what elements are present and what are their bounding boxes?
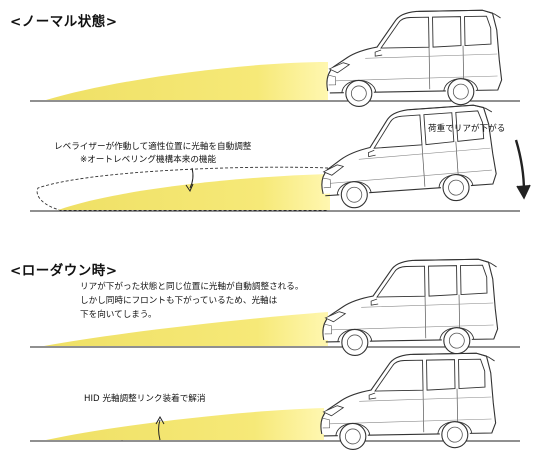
beam-leveled xyxy=(58,174,330,210)
caption-leveling-line1: レベライザーが作動して適性位置に光軸を自動調整 xyxy=(54,142,252,152)
caption-lowdown-line3: 下を向いてしまう。 xyxy=(80,310,157,320)
beam-normal xyxy=(46,62,328,100)
caption-leveling-line2: ※オートレベリング機構本来の機能 xyxy=(80,155,217,165)
van-lowdown xyxy=(321,258,499,357)
van-normal xyxy=(325,9,503,108)
adjust-up-arrow xyxy=(158,419,161,441)
heading-lowdown: <ローダウン時> xyxy=(10,263,118,279)
van-hid xyxy=(319,352,497,451)
panel-lowdown xyxy=(30,258,520,357)
caption-lowdown-line2: しかし同時にフロントも下がっているため、光軸は xyxy=(80,296,278,306)
label-rear-drop: 荷重でリアが下がる xyxy=(428,124,506,134)
beam-lowdown xyxy=(44,312,328,346)
adjust-down-arrow xyxy=(189,167,194,189)
caption-hid: HID 光軸調整リンク装着で解消 xyxy=(84,394,206,404)
caption-lowdown-line1: リアが下がった状態と同じ位置に光軸が自動調整される。 xyxy=(80,282,304,292)
panel-hid xyxy=(30,352,520,451)
panel-leveling xyxy=(30,103,531,212)
heading-normal: <ノーマル状態> xyxy=(10,14,118,30)
panel-normal xyxy=(30,9,520,108)
beam-hid xyxy=(46,408,324,440)
beam-raised-dashed xyxy=(36,166,329,211)
rear-down-arrow xyxy=(514,139,526,193)
van-leveling xyxy=(316,103,499,211)
